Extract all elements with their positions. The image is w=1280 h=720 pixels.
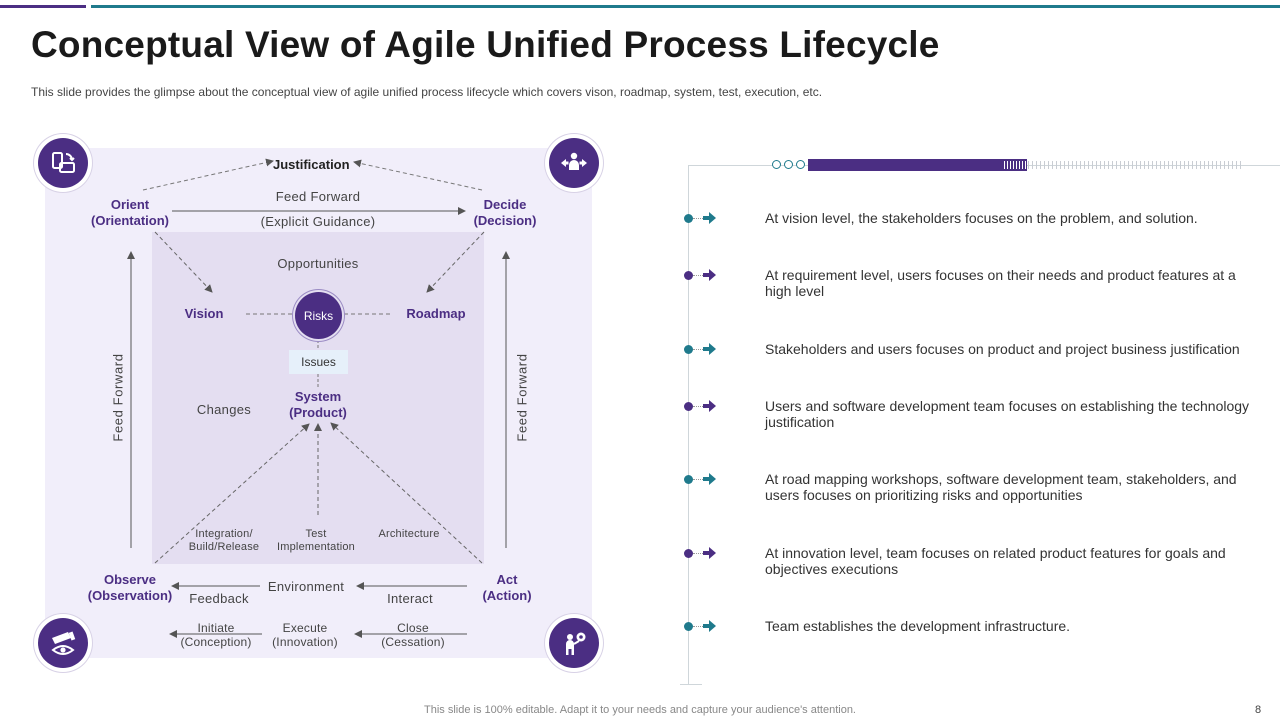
label-feed-forward-top: Feed Forward (275, 189, 361, 204)
timeline-dot (684, 345, 693, 354)
telescope-eye-icon (38, 618, 88, 668)
arrow-act-to-system (330, 422, 483, 564)
timeline-dot (684, 475, 693, 484)
timeline-dot (684, 214, 693, 223)
page-subtitle: This slide provides the glimpse about th… (31, 85, 823, 99)
person-gear-icon (549, 618, 599, 668)
timeline-bottom-tick (680, 684, 702, 685)
arrow-orient-to-justification (142, 158, 274, 191)
label-interact: Interact (387, 591, 433, 606)
timeline-text: Users and software development team focu… (765, 398, 1250, 430)
agile-lifecycle-diagram: Justification Orient(Orientation) Decide… (38, 138, 599, 668)
arrow-right-icon (703, 620, 716, 632)
arrow-right-icon (703, 212, 716, 224)
arrow-right-icon (703, 400, 716, 412)
top-accent-bar-purple (0, 5, 86, 8)
timeline-connector (693, 553, 703, 554)
page-title: Conceptual View of Agile Unified Process… (31, 24, 940, 65)
footer-note: This slide is 100% editable. Adapt it to… (424, 704, 856, 716)
timeline-dot (684, 271, 693, 280)
timeline-text: At vision level, the stakeholders focuse… (765, 210, 1198, 226)
issues-box: Issues (289, 350, 348, 374)
timeline-dot (684, 402, 693, 411)
label-observe: Observe(Observation) (87, 572, 173, 603)
arrow-decide-to-roadmap (426, 231, 485, 293)
timeline-text: Team establishes the development infrast… (765, 618, 1071, 634)
timeline-connector (693, 218, 703, 219)
timeline-text: At requirement level, users focuses on t… (765, 267, 1236, 299)
timeline-text: Stakeholders and users focuses on produc… (765, 341, 1240, 357)
timeline-text: At innovation level, team focuses on rel… (765, 545, 1226, 577)
arrow-decide-to-justification (353, 159, 483, 191)
timeline-circle (772, 160, 781, 169)
arrow-right-icon (703, 547, 716, 559)
label-system: System(Product) (289, 389, 347, 420)
timeline-bar-stripes (1004, 161, 1026, 169)
label-execute: Execute(Innovation) (272, 621, 338, 649)
label-feedback: Feedback (189, 591, 249, 606)
timeline-connector (693, 626, 703, 627)
label-feed-forward-left: Feed Forward (110, 353, 126, 442)
label-close: Close(Cessation) (381, 621, 445, 649)
label-changes: Changes (196, 402, 252, 417)
phone-rotate-icon (38, 138, 88, 188)
timeline-connector (693, 479, 703, 480)
timeline-text: At road mapping workshops, software deve… (765, 471, 1237, 503)
timeline-progress-bar (808, 159, 1027, 171)
label-orient: Orient(Orientation) (91, 197, 169, 228)
arrow-right-icon (703, 343, 716, 355)
label-roadmap: Roadmap (406, 306, 466, 321)
label-environment: Environment (267, 579, 345, 594)
label-vision: Vision (184, 306, 224, 321)
timeline-connector (693, 406, 703, 407)
timeline-circle (784, 160, 793, 169)
page-number: 8 (1255, 704, 1262, 716)
risks-node: Risks (295, 292, 342, 339)
arrow-right-icon (703, 473, 716, 485)
label-explicit-guidance: (Explicit Guidance) (260, 214, 376, 229)
timeline-dot (684, 549, 693, 558)
timeline-dot (684, 622, 693, 631)
label-feed-forward-right: Feed Forward (514, 353, 530, 442)
label-justification: Justification (273, 157, 350, 172)
arrow-orient-to-vision (154, 231, 213, 293)
timeline-connector (693, 349, 703, 350)
label-architecture: Architecture (378, 528, 440, 540)
label-decide: Decide(Decision) (473, 197, 537, 228)
timeline-connector (693, 275, 703, 276)
label-act: Act(Action) (482, 572, 532, 603)
team-arrows-icon (549, 138, 599, 188)
label-opportunities: Opportunities (277, 256, 359, 271)
arrow-right-icon (703, 269, 716, 281)
label-integration: Integration/Build/Release (188, 528, 260, 553)
timeline-circle (796, 160, 805, 169)
timeline-vertical-line (688, 165, 689, 685)
top-accent-bar-teal (91, 5, 1280, 8)
diagram-arrows (127, 158, 510, 638)
label-initiate: Initiate(Conception) (180, 621, 252, 649)
timeline-bar-tail (1028, 161, 1243, 169)
